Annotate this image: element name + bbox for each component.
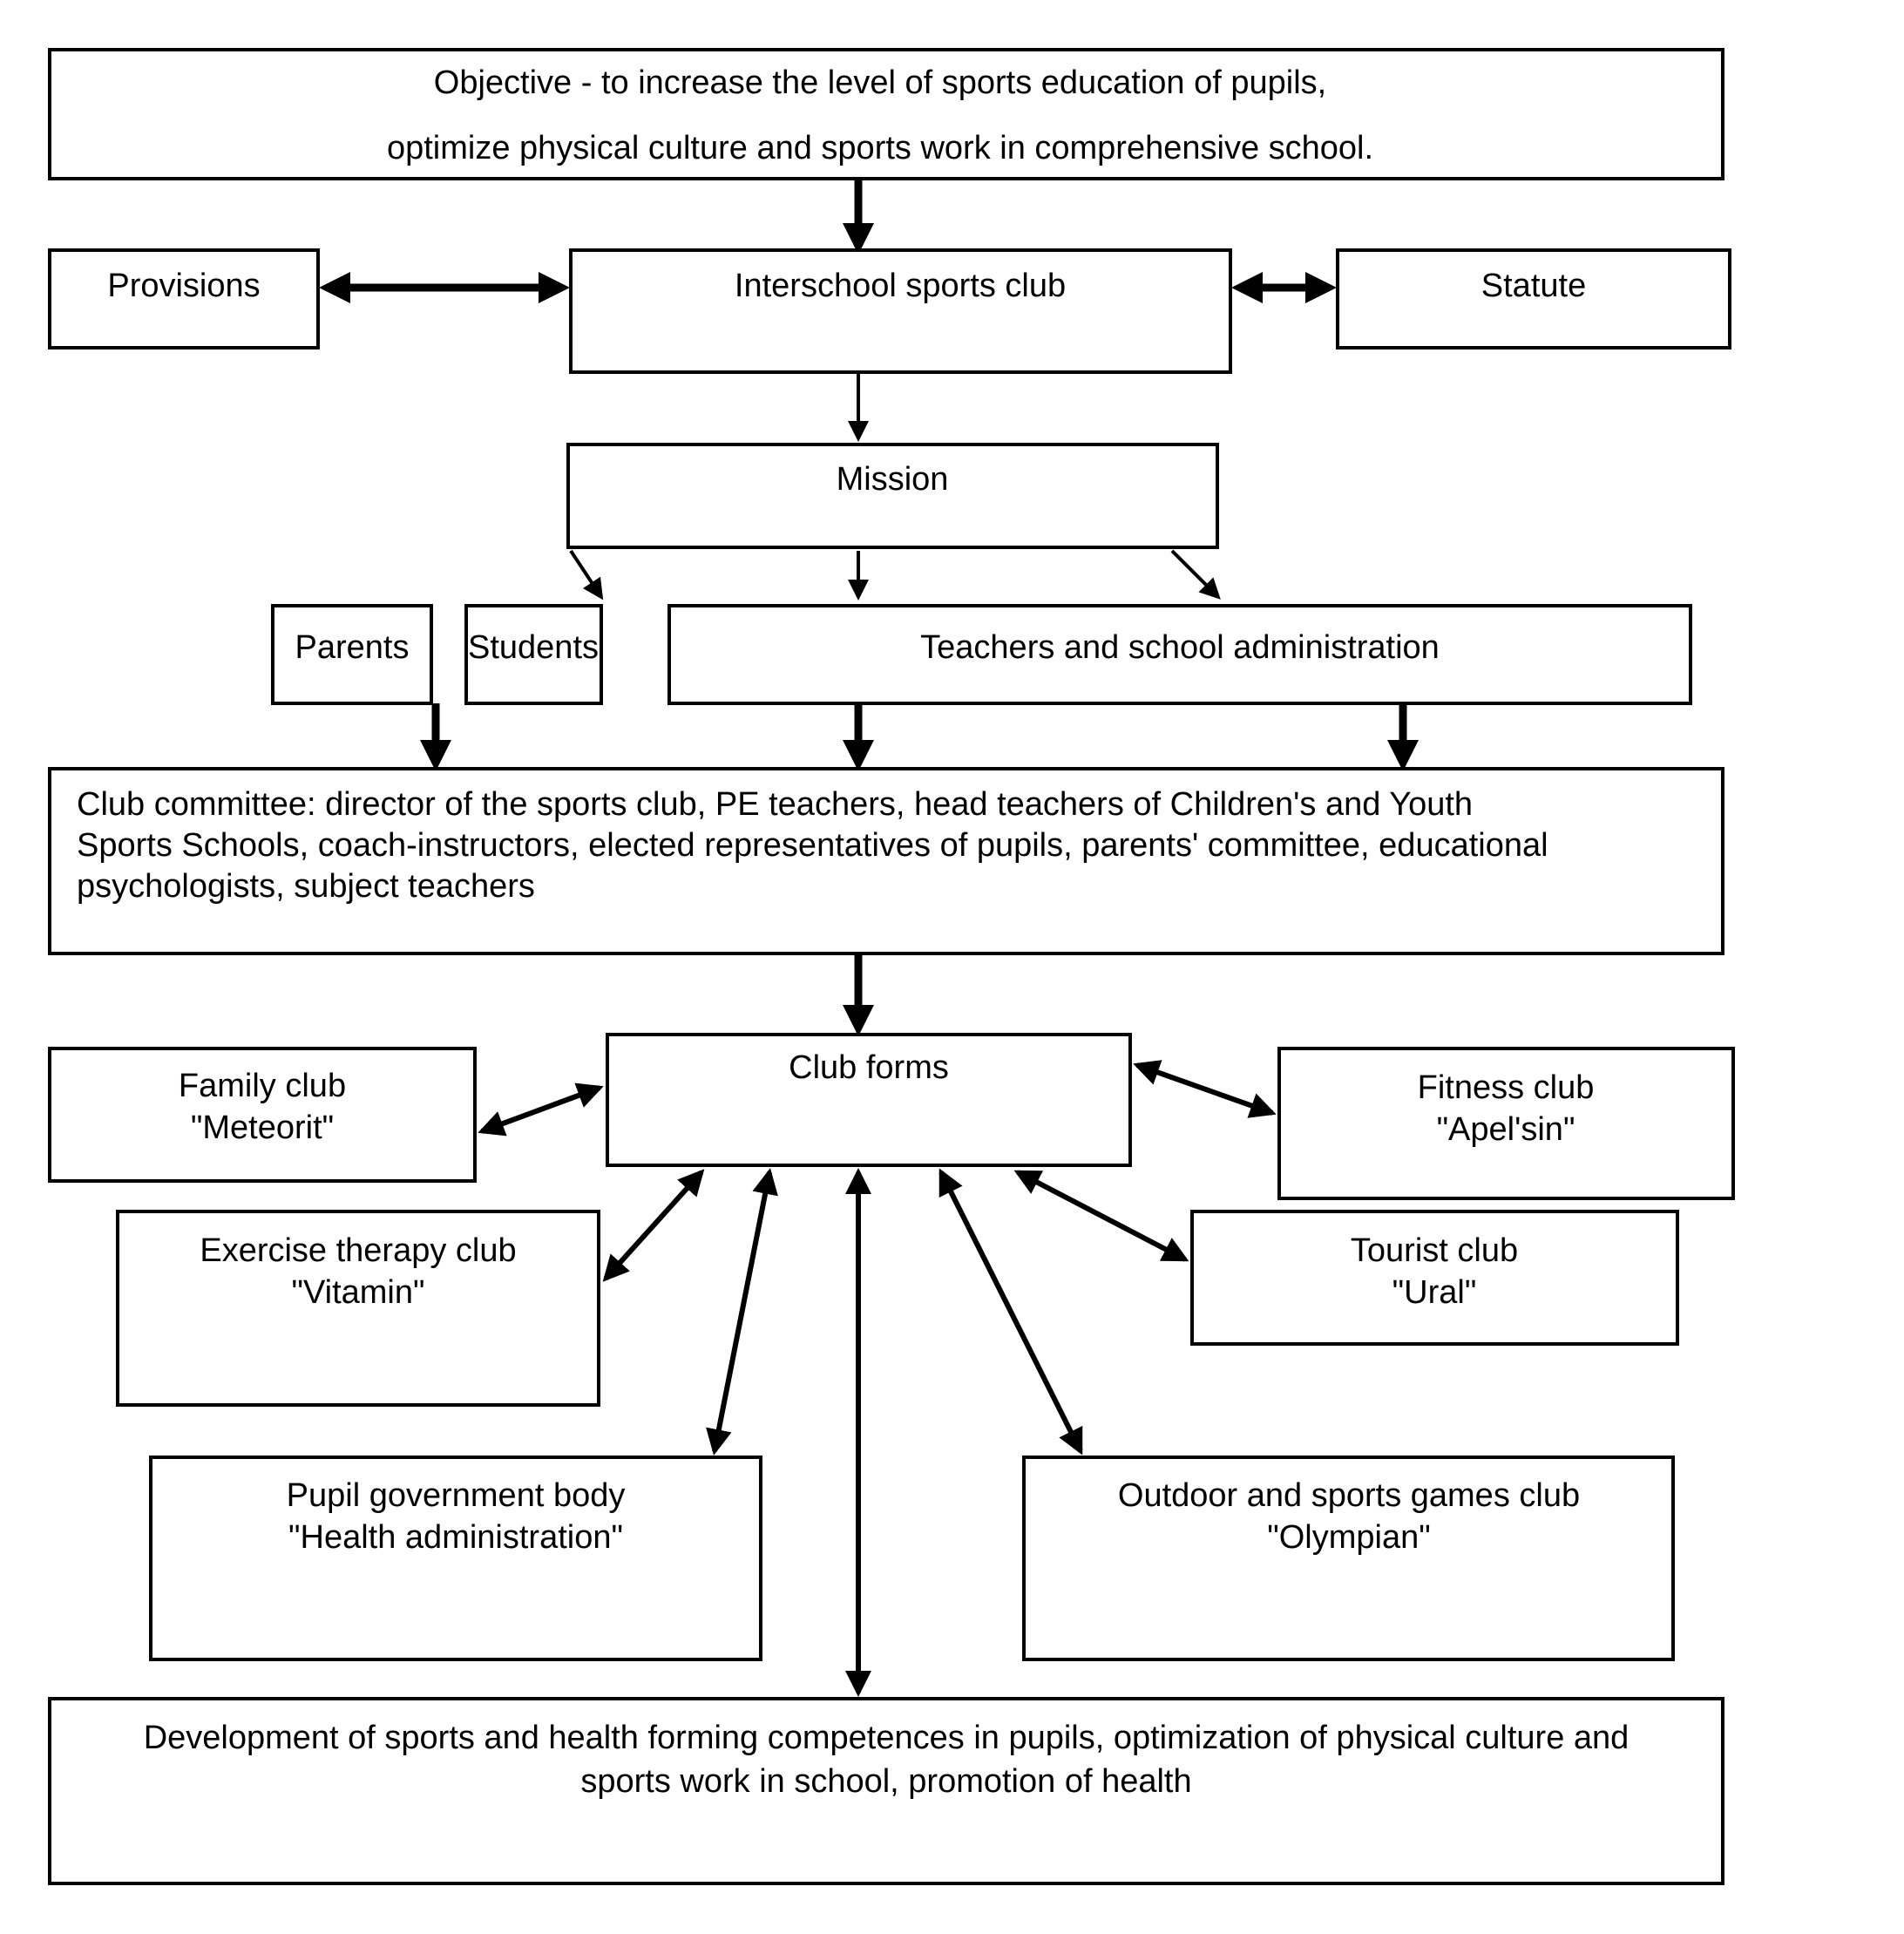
fitness-club-line2: "Apel'sin"	[1437, 1111, 1575, 1148]
mission-box	[566, 443, 1219, 549]
club-committee-line1: Club committee: director of the sports c…	[77, 786, 1473, 823]
teachers-admin-box	[667, 604, 1692, 705]
tourist-club-line1: Tourist club	[1351, 1232, 1518, 1269]
club-forms-label: Club forms	[789, 1049, 949, 1086]
club-committee-line2: Sports Schools, coach-instructors, elect…	[77, 827, 1548, 864]
provisions-box	[48, 248, 320, 349]
edge-fitness-club-club-forms	[1133, 1060, 1277, 1118]
objective-box	[48, 48, 1724, 180]
pupil-government-body-box	[149, 1456, 762, 1661]
exercise-therapy-club-box	[116, 1210, 600, 1407]
interschool-sports-club-node: Interschool sports club	[569, 248, 1232, 374]
fitness-club-node: Fitness club "Apel'sin"	[1277, 1047, 1735, 1200]
edge-tourist-club-club-forms	[1013, 1170, 1189, 1262]
statute-box	[1336, 248, 1731, 349]
edge-mission-to-parents	[569, 549, 604, 601]
mission-label: Mission	[837, 461, 949, 498]
interschool-sports-club-label: Interschool sports club	[735, 268, 1066, 304]
statute-label: Statute	[1481, 268, 1586, 304]
edge-mission-to-teachers	[1170, 549, 1221, 600]
objective-line1-rest: - to increase the level of sports educat…	[572, 64, 1326, 101]
objective-node: Objective - to increase the level of spo…	[48, 48, 1724, 180]
edge-exercise-therapy-club-club-forms	[602, 1169, 705, 1282]
students-node: Students	[464, 604, 603, 705]
parents-box	[271, 604, 433, 705]
provisions-node: Provisions	[48, 248, 320, 349]
outdoor-sports-games-club-line2: "Olympian"	[1267, 1519, 1430, 1556]
outcome-node: Development of sports and health forming…	[48, 1697, 1724, 1885]
outdoor-sports-games-club-box	[1022, 1456, 1675, 1661]
tourist-club-node: Tourist club "Ural"	[1190, 1210, 1679, 1346]
club-forms-box	[606, 1033, 1132, 1167]
exercise-therapy-club-line2: "Vitamin"	[291, 1274, 424, 1311]
fitness-club-line1: Fitness club	[1418, 1069, 1595, 1106]
club-committee-bold-label: Club committee:	[77, 786, 316, 823]
club-committee-box	[48, 767, 1724, 955]
interschool-sports-club-box	[569, 248, 1232, 374]
teachers-admin-label: Teachers and school administration	[920, 629, 1440, 666]
provisions-label: Provisions	[107, 268, 260, 304]
family-club-box	[48, 1047, 477, 1183]
edge-outdoor-sports-games-club-club-forms	[938, 1168, 1083, 1456]
students-box	[464, 604, 603, 705]
outdoor-sports-games-club-line1: Outdoor and sports games club	[1118, 1477, 1580, 1514]
outcome-box	[48, 1697, 1724, 1885]
students-label: Students	[468, 629, 599, 666]
parents-node: Parents	[271, 604, 433, 705]
mission-node: Mission	[566, 443, 1219, 549]
tourist-club-line2: "Ural"	[1392, 1274, 1477, 1311]
objective-bold-label: Objective	[434, 64, 572, 101]
club-forms-node: Club forms	[606, 1033, 1132, 1167]
edge-pupil-government-body-club-forms	[706, 1168, 778, 1456]
outcome-line1: Development of sports and health forming…	[144, 1720, 1630, 1756]
tourist-club-box	[1190, 1210, 1679, 1346]
pupil-government-body-line2: "Health administration"	[288, 1519, 623, 1556]
objective-line2: optimize physical culture and sports wor…	[387, 130, 1373, 166]
pupil-government-body-node: Pupil government body "Health administra…	[149, 1456, 762, 1661]
club-committee-line1-rest: director of the sports club, PE teachers…	[316, 786, 1474, 823]
pupil-government-body-line1: Pupil government body	[287, 1477, 626, 1514]
family-club-node: Family club "Meteorit"	[48, 1047, 477, 1183]
teachers-admin-node: Teachers and school administration	[667, 604, 1692, 705]
family-club-line1: Family club	[179, 1068, 346, 1104]
exercise-therapy-club-node: Exercise therapy club "Vitamin"	[116, 1210, 600, 1407]
club-committee-line3: psychologists, subject teachers	[77, 868, 535, 905]
outdoor-sports-games-club-node: Outdoor and sports games club "Olympian"	[1022, 1456, 1675, 1661]
club-committee-node: Club committee: director of the sports c…	[48, 767, 1724, 955]
objective-line1: Objective - to increase the level of spo…	[434, 64, 1326, 101]
family-club-line2: "Meteorit"	[191, 1110, 334, 1146]
exercise-therapy-club-line1: Exercise therapy club	[200, 1232, 516, 1269]
fitness-club-box	[1277, 1047, 1735, 1200]
outcome-line2: sports work in school, promotion of heal…	[580, 1763, 1191, 1800]
edge-family-club-club-forms	[478, 1082, 604, 1137]
parents-label: Parents	[295, 629, 410, 666]
statute-node: Statute	[1336, 248, 1731, 349]
